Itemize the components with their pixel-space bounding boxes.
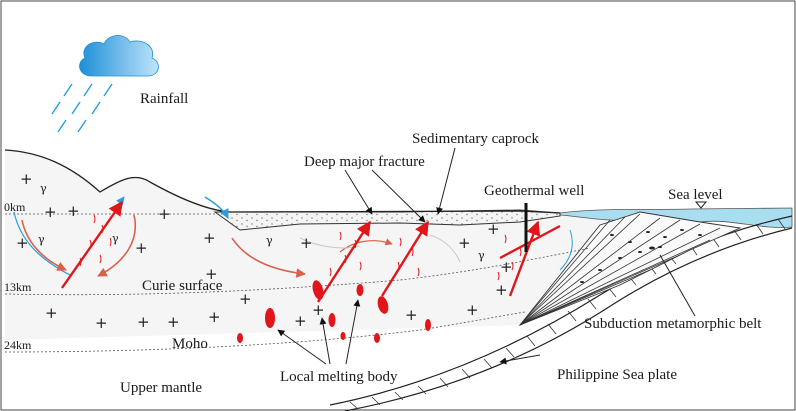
faint-flow-2 bbox=[429, 234, 461, 263]
granite-gamma-symbols: γ γ γ γ γ bbox=[38, 182, 485, 262]
cross-symbol: + bbox=[167, 313, 180, 331]
cross-symbol: + bbox=[203, 229, 216, 247]
rainfall-label: Rainfall bbox=[140, 91, 188, 107]
gamma-symbol: γ bbox=[266, 234, 273, 247]
geothermal-well-label: Geothermal well bbox=[484, 183, 584, 199]
sea-level-label: Sea level bbox=[668, 187, 723, 203]
moho-label: Moho bbox=[172, 336, 208, 352]
crust-body bbox=[5, 150, 640, 340]
sea-level-marker-icon bbox=[694, 201, 708, 209]
cross-symbol: + bbox=[495, 281, 508, 299]
infiltration-arrow-slope bbox=[204, 196, 229, 219]
cross-symbol: + bbox=[405, 306, 418, 324]
cross-symbol: + bbox=[294, 312, 307, 330]
cross-symbol: + bbox=[45, 304, 58, 322]
subduction-metamorphic-belt-wedge bbox=[518, 211, 742, 327]
cross-symbol: + bbox=[135, 239, 148, 257]
local-melting-bodies bbox=[237, 280, 431, 343]
cross-symbol: + bbox=[312, 301, 325, 319]
deep-major-fracture-label: Deep major fracture bbox=[304, 154, 425, 170]
gamma-symbol: γ bbox=[40, 182, 47, 195]
plate-bottom-boundary bbox=[344, 227, 793, 411]
heat-flow-arrow-center bbox=[339, 238, 393, 253]
cross-symbol: + bbox=[158, 205, 171, 223]
leader-lines bbox=[277, 147, 696, 365]
rain-streaks bbox=[51, 83, 113, 133]
philippine-sea-plate-label: Philippine Sea plate bbox=[557, 367, 677, 383]
infiltration-flow-left bbox=[13, 211, 73, 277]
metamorphic-belt-fabric bbox=[519, 213, 721, 326]
sedimentary-caprock-label: Sedimentary caprock bbox=[412, 131, 540, 147]
depth-label-0km: 0km bbox=[4, 200, 26, 214]
fluid-wiggles bbox=[79, 214, 522, 281]
cross-symbol: + bbox=[44, 203, 57, 221]
cloud-icon bbox=[79, 35, 159, 77]
depth-label-13km: 13km bbox=[4, 280, 32, 294]
basement-crosses: + + + + + + + + + + + + + + + + + + + + … bbox=[16, 170, 513, 332]
gamma-symbol: γ bbox=[38, 233, 45, 246]
subduction-metamorphic-belt-label: Subduction metamorphic belt bbox=[584, 316, 762, 332]
cross-symbol: + bbox=[458, 234, 471, 252]
heat-flow-arrow-basin bbox=[231, 237, 306, 278]
curie-surface-line bbox=[4, 247, 591, 296]
depth-label-24km: 24km bbox=[4, 338, 32, 352]
cross-symbol: + bbox=[20, 170, 33, 188]
cross-symbol: + bbox=[208, 308, 221, 326]
cross-symbol: + bbox=[137, 313, 150, 331]
cross-symbol: + bbox=[205, 265, 218, 283]
heat-flow-arrow-left bbox=[21, 219, 67, 271]
cross-symbol: + bbox=[500, 258, 513, 276]
cross-symbol: + bbox=[95, 314, 108, 332]
cross-symbol: + bbox=[239, 290, 252, 308]
topography-line bbox=[4, 149, 561, 214]
upper-mantle-label: Upper mantle bbox=[120, 380, 202, 396]
heat-flow-arrow-mid bbox=[97, 214, 136, 277]
cross-symbol: + bbox=[466, 301, 479, 319]
local-melting-body-label: Local melting body bbox=[280, 369, 398, 385]
metamorphic-belt-dots bbox=[580, 229, 702, 283]
gamma-symbol: γ bbox=[112, 232, 119, 245]
sea-infiltration-flow bbox=[559, 229, 573, 271]
gamma-symbol: γ bbox=[478, 249, 485, 262]
cross-symbol: + bbox=[16, 234, 29, 252]
cross-symbol: + bbox=[67, 202, 80, 220]
cross-symbol: + bbox=[487, 220, 500, 238]
cross-symbol: + bbox=[300, 234, 313, 252]
curie-surface-label: Curie surface bbox=[142, 278, 223, 294]
deep-fractures bbox=[61, 200, 561, 303]
